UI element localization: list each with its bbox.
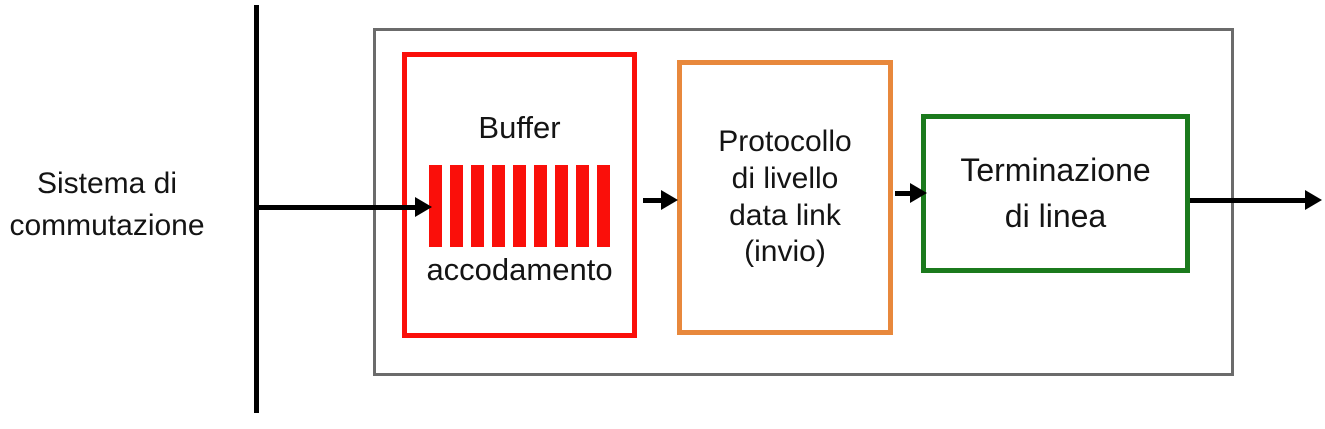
- arrow-switching-system-to-buffer: [258, 196, 432, 218]
- queue-bar: [576, 165, 589, 247]
- arrow-buffer-to-protocol: [643, 189, 678, 211]
- queue-bar: [597, 165, 610, 247]
- queue-bar: [471, 165, 484, 247]
- outer-group-box: Buffer accodamento Protocollo di livello…: [373, 28, 1234, 376]
- arrow-head-icon: [1305, 190, 1322, 210]
- protocol-box: Protocollo di livello data link (invio): [677, 60, 893, 335]
- queue-bar: [555, 165, 568, 247]
- arrow-shaft: [895, 190, 910, 196]
- protocol-label: Protocollo di livello data link (invio): [718, 125, 852, 269]
- queue-bar: [450, 165, 463, 247]
- switching-system-label: Sistema di commutazione: [9, 167, 205, 242]
- queue-bar: [534, 165, 547, 247]
- buffer-box: Buffer accodamento: [402, 52, 637, 338]
- queue-bar: [492, 165, 505, 247]
- buffer-caption: accodamento: [426, 252, 613, 287]
- arrow-protocol-to-termination: [895, 182, 927, 204]
- queue-bar: [429, 165, 442, 247]
- buffer-title: Buffer: [478, 110, 561, 145]
- arrow-head-icon: [661, 190, 678, 210]
- queue-bars-icon: [429, 165, 610, 247]
- arrow-termination-to-output: [1190, 189, 1322, 211]
- queue-bar: [513, 165, 526, 247]
- termination-box: Terminazione di linea: [921, 114, 1190, 273]
- switching-system-line: [254, 5, 259, 413]
- arrow-shaft: [1190, 197, 1305, 203]
- arrow-head-icon: [415, 197, 432, 217]
- arrow-shaft: [643, 197, 661, 203]
- arrow-head-icon: [910, 183, 927, 203]
- termination-label: Terminazione di linea: [960, 152, 1151, 234]
- arrow-shaft: [258, 204, 415, 210]
